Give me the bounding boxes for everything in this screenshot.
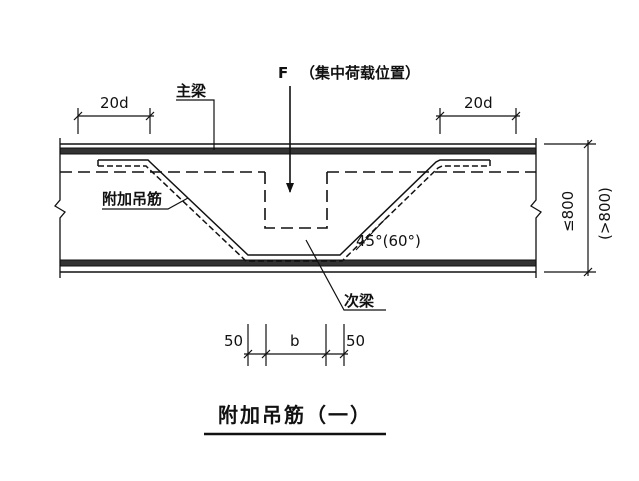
secondary-beam-label: 次梁: [344, 292, 375, 310]
secondary-width-label: b: [290, 332, 300, 350]
hanger-bar: [97, 159, 491, 262]
beam-height-dimension: [544, 139, 596, 277]
offset-left-label: 50: [224, 332, 243, 350]
hanger-bar-label: 附加吊筋: [102, 190, 162, 208]
figure-title: 附加吊筋（一）: [218, 403, 372, 427]
width-dimension: [243, 324, 349, 366]
main-beam-top-rebar: [59, 147, 537, 155]
secondary-beam-leader: [305, 239, 386, 311]
break-line-right: [530, 138, 542, 278]
load-f-label: F: [278, 64, 288, 82]
main-beam-leader: [176, 99, 215, 150]
hanger-bar-inner: [98, 165, 490, 262]
main-beam: [54, 138, 542, 278]
secondary-beam-web: [264, 172, 328, 229]
break-line-left: [54, 138, 66, 278]
anchor-dimension-left: [73, 108, 155, 134]
secondary-beam: [60, 171, 536, 229]
load-position-note: （集中荷载位置）: [300, 64, 420, 82]
hanger-bar-leader: [102, 197, 189, 210]
bend-angle-leader: [355, 215, 389, 251]
offset-right-label: 50: [346, 332, 365, 350]
beam-height-label: ≤800: [559, 191, 577, 232]
anchor-length-right: 20d: [464, 94, 493, 112]
anchor-length-left: 20d: [100, 94, 129, 112]
anchor-dimension-right: [435, 108, 521, 134]
beam-height-alt-label: (>800): [596, 187, 614, 240]
main-beam-label: 主梁: [176, 82, 207, 100]
hanger-bar-outer: [98, 159, 490, 256]
bend-angle-label: 45°(60°): [356, 232, 421, 250]
